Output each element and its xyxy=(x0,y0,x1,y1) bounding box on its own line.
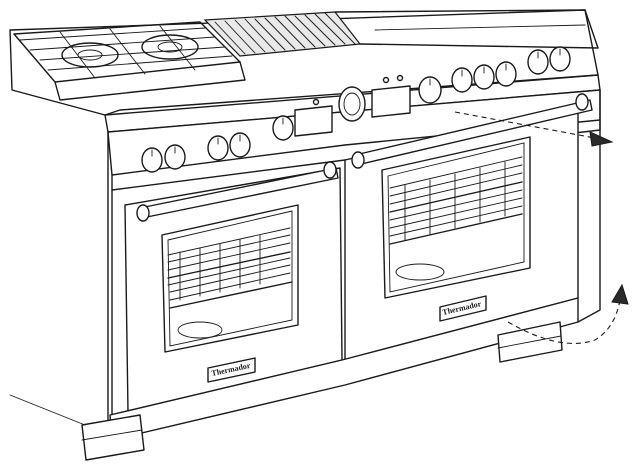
control-knob-icon[interactable] xyxy=(141,46,571,173)
control-panel xyxy=(107,46,601,191)
center-dial-icon[interactable] xyxy=(338,86,366,122)
leveling-foot xyxy=(81,414,145,461)
burner-grate-icon xyxy=(13,21,246,101)
right-door-handle[interactable] xyxy=(351,93,593,169)
right-oven-door[interactable]: Thermador xyxy=(344,93,593,361)
range-base xyxy=(81,89,601,461)
leveling-foot xyxy=(497,321,563,363)
brand-badge: Thermador xyxy=(439,295,487,322)
floor-line xyxy=(9,394,86,426)
left-oven-door[interactable]: Thermador xyxy=(124,161,343,413)
oven-rack-icon xyxy=(389,156,523,245)
motion-arrow-icon xyxy=(507,283,629,344)
display-panel-icon xyxy=(294,74,411,137)
brand-badge: Thermador xyxy=(207,357,256,383)
oven-rack-icon xyxy=(167,227,293,309)
left-door-handle[interactable] xyxy=(136,161,339,222)
motion-arrow-icon xyxy=(454,111,614,147)
